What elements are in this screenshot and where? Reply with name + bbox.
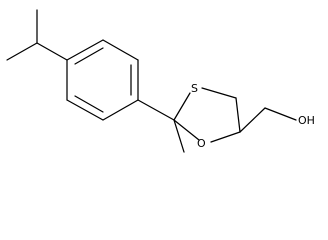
molecule-structure: S O OH: [6, 9, 315, 153]
ring-double-bond-3: [74, 95, 104, 113]
bond-quaternary-methyl: [173, 119, 185, 153]
ring-bond-4: [102, 99, 139, 121]
sulfur-atom-label: S: [191, 82, 198, 95]
ring-bond-5: [66, 99, 104, 121]
bond-aryl-quaternary: [137, 99, 175, 121]
oxathiolane-ring: [173, 87, 241, 143]
ring-double-bond-1: [74, 47, 104, 65]
bond-quaternary-sulfur: [173, 92, 191, 121]
hydroxyl-label: OH: [298, 114, 315, 127]
bond-sulfur-ch2: [201, 87, 237, 99]
benzene-ring: [66, 39, 139, 121]
bond-ch-oxygen: [210, 131, 241, 143]
bond-ch2-oh: [264, 107, 297, 121]
hydroxymethyl-group: [239, 107, 297, 133]
ring-bond-1: [66, 39, 104, 61]
oxygen-atom-label: O: [197, 137, 206, 150]
bond-methyl-left: [6, 42, 38, 61]
ring-bond-2: [102, 39, 139, 61]
bond-ch-ch2oh: [239, 107, 266, 133]
bond-isopropyl-ring: [36, 42, 68, 61]
bond-ch2-ch: [235, 97, 241, 133]
bond-oxygen-quaternary: [173, 119, 200, 141]
isopropyl-group: [6, 9, 68, 61]
